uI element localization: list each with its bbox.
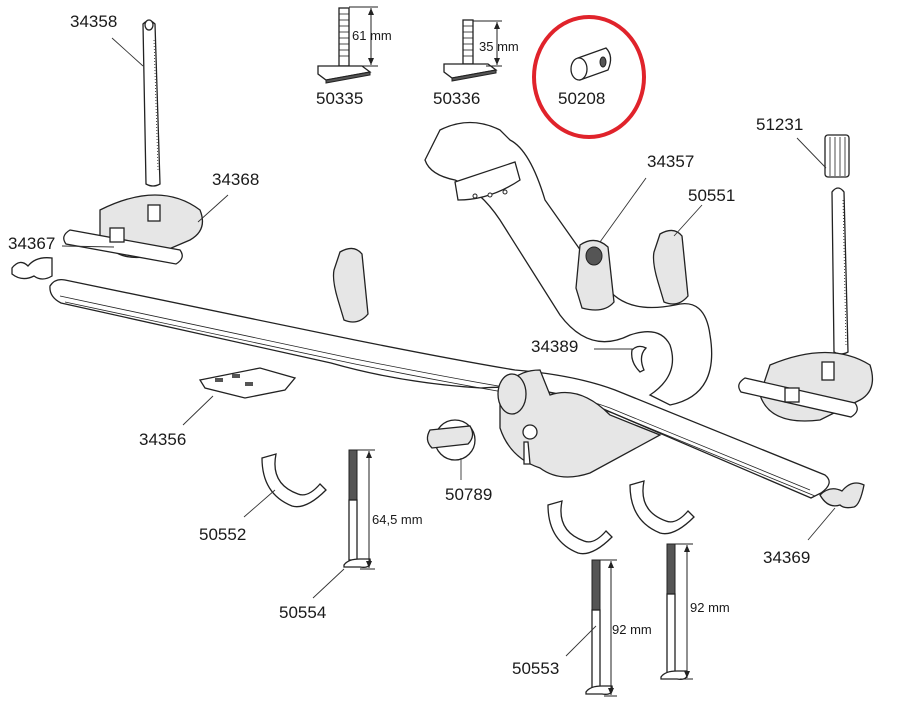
part-34367-clip-shape <box>11 257 53 280</box>
label-34357: 34357 <box>647 152 695 171</box>
part-34389-clip <box>631 345 648 373</box>
label-34358: 34358 <box>70 12 118 31</box>
part-34358-rod <box>142 19 161 187</box>
part-50551-cover <box>652 229 689 305</box>
dim-50553-b: 92 mm <box>690 600 730 615</box>
part-right-rod <box>831 187 849 355</box>
part-bracket-a <box>547 500 613 555</box>
highlight-circle <box>532 15 646 139</box>
part-50552-bracket <box>261 453 327 508</box>
part-right-wheel-holder <box>738 351 874 422</box>
part-50208-barrel-nut <box>570 47 612 81</box>
dim-50554: 64,5 mm <box>372 512 423 527</box>
frame-arm <box>424 121 713 406</box>
part-50553-bolt-second <box>660 543 693 680</box>
part-34368-wheel-holder <box>63 194 204 265</box>
part-50553-bolt <box>585 559 617 697</box>
part-50554-bolt <box>343 449 375 570</box>
part-34356-plate <box>198 367 297 399</box>
label-34368: 34368 <box>212 170 260 189</box>
dim-50335: 61 mm <box>352 28 392 43</box>
label-34367: 34367 <box>8 234 56 253</box>
part-34369-endcap <box>819 482 865 509</box>
label-34389: 34389 <box>531 337 579 356</box>
main-rail <box>49 278 830 499</box>
label-34369: 34369 <box>763 548 811 567</box>
label-50554: 50554 <box>279 603 327 622</box>
mount-body <box>497 369 662 478</box>
label-50789: 50789 <box>445 485 493 504</box>
dim-50553-a: 92 mm <box>612 622 652 637</box>
label-34356: 34356 <box>139 430 187 449</box>
label-50552: 50552 <box>199 525 247 544</box>
part-50789-knob <box>426 419 476 461</box>
part-50336-bolt <box>443 19 502 82</box>
label-51231: 51231 <box>756 115 804 134</box>
label-50208: 50208 <box>558 89 606 108</box>
part-bracket-b <box>629 480 695 535</box>
part-50335-bolt <box>317 6 378 84</box>
part-51231-sleeve <box>824 134 850 178</box>
label-50335: 50335 <box>316 89 364 108</box>
part-34357-joint <box>575 239 615 311</box>
label-50336: 50336 <box>433 89 481 108</box>
label-50553: 50553 <box>512 659 560 678</box>
dim-50336: 35 mm <box>479 39 519 54</box>
label-50551: 50551 <box>688 186 736 205</box>
part-clamp-cover-mid <box>332 247 369 323</box>
